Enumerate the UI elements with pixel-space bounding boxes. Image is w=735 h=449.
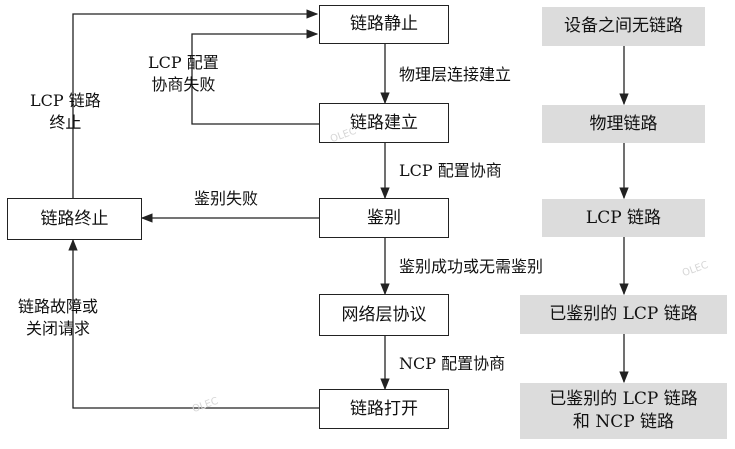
right-step-no-link: 设备之间无链路 (542, 7, 705, 46)
right-step-physical-link-label: 物理链路 (589, 113, 658, 134)
right-step-physical-link: 物理链路 (542, 105, 705, 143)
right-step-auth-lcp: 已鉴别的 LCP 链路 (520, 295, 727, 334)
state-link-open: 链路打开 (319, 389, 449, 429)
right-step-no-link-label: 设备之间无链路 (564, 16, 683, 37)
label-lcp-fail: LCP 配置 协商失败 (148, 52, 219, 95)
label-auth-success: 鉴别成功或无需鉴别 (399, 257, 544, 276)
arrow-lcp-fail (191, 29, 319, 125)
label-physical-up: 物理层连接建立 (399, 65, 512, 84)
right-step-lcp-link: LCP 链路 (542, 199, 705, 237)
label-lcp-fail-line2: 协商失败 (151, 74, 216, 94)
state-link-open-label: 链路打开 (350, 398, 418, 419)
state-link-terminate: 链路终止 (7, 198, 142, 240)
label-fault: 链路故障或 关闭请求 (18, 296, 98, 339)
right-step-auth-lcp-ncp-line1: 已鉴别的 LCP 链路 (549, 389, 698, 410)
state-network-protocol: 网络层协议 (319, 294, 449, 336)
state-link-dead: 链路静止 (319, 5, 449, 44)
label-lcp-terminate-line2: 终止 (49, 112, 82, 132)
state-link-establish: 链路建立 (319, 103, 449, 143)
label-fault-line1: 链路故障或 (18, 297, 99, 316)
label-lcp-terminate: LCP 链路 终止 (30, 90, 101, 133)
right-step-auth-lcp-ncp: 已鉴别的 LCP 链路 和 NCP 链路 (520, 383, 727, 439)
label-lcp-negotiate: LCP 配置协商 (399, 161, 502, 180)
label-ncp-negotiate: NCP 配置协商 (399, 354, 506, 373)
state-network-protocol-label: 网络层协议 (341, 304, 427, 325)
state-authenticate-label: 鉴别 (367, 207, 401, 228)
state-authenticate: 鉴别 (319, 198, 449, 238)
arrow-fault (68, 238, 319, 409)
label-auth-fail: 鉴别失败 (194, 189, 259, 208)
right-step-auth-lcp-ncp-line2: 和 NCP 链路 (572, 412, 675, 432)
label-lcp-terminate-line1: LCP 链路 (30, 91, 101, 110)
state-link-establish-label: 链路建立 (350, 112, 418, 133)
label-fault-line2: 关闭请求 (26, 318, 91, 338)
right-step-lcp-link-label: LCP 链路 (585, 207, 662, 228)
right-step-auth-lcp-label: 已鉴别的 LCP 链路 (549, 304, 698, 325)
state-link-terminate-label: 链路终止 (40, 208, 109, 229)
label-lcp-fail-line1: LCP 配置 (148, 53, 219, 72)
state-link-dead-label: 链路静止 (350, 14, 418, 35)
arrow-terminate-to-dead (72, 9, 319, 198)
